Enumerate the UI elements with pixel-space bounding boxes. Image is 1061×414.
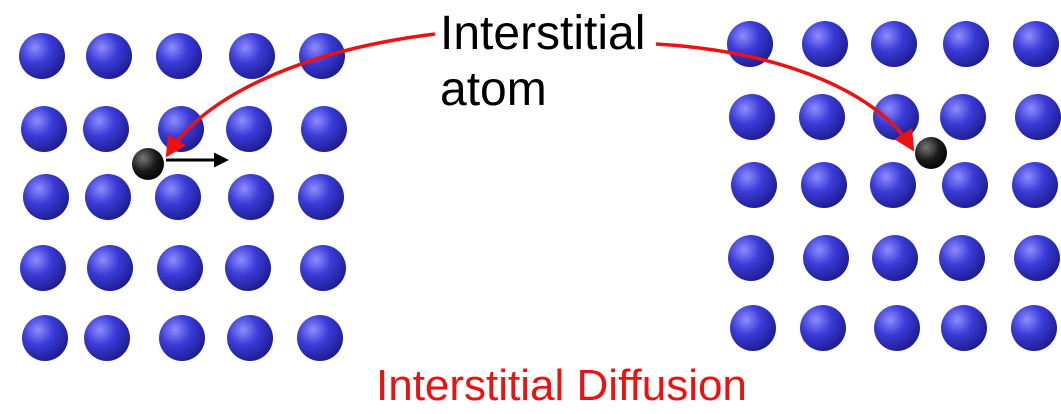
host-atom-icon [870,162,916,208]
host-atom-icon [158,106,204,152]
host-atom-icon [801,162,847,208]
host-atom-icon [228,174,274,220]
interstitial-atom-icon [915,137,947,169]
host-atom-icon [300,245,346,291]
host-atom-icon [1014,235,1060,281]
host-atom-icon [23,174,69,220]
host-atom-icon [83,106,129,152]
host-atom-icon [942,162,988,208]
host-atom-icon [226,106,272,152]
lattice-after-jump [727,21,1061,351]
host-atom-icon [800,305,846,351]
host-atom-icon [159,315,205,361]
lattice-before-jump [19,33,347,361]
host-atom-icon [84,315,130,361]
host-atom-icon [298,174,344,220]
host-atom-icon [939,235,985,281]
host-atom-icon [871,21,917,67]
host-atom-icon [85,174,131,220]
interstitial-atom-label-line1: Interstitial [440,6,645,62]
host-atom-icon [1013,21,1059,67]
interstitial-atom-label-line2: atom [440,62,547,118]
host-atom-icon [1011,305,1057,351]
host-atom-icon [19,33,65,79]
host-atom-icon [729,94,775,140]
host-atom-icon [941,305,987,351]
host-atom-icon [86,33,132,79]
host-atom-icon [872,235,918,281]
host-atom-icon [20,245,66,291]
host-atom-icon [728,235,774,281]
host-atom-icon [731,162,777,208]
host-atom-icon [156,33,202,79]
host-atom-icon [803,235,849,281]
host-atom-icon [943,21,989,67]
host-atom-icon [1015,94,1061,140]
host-atom-icon [301,106,347,152]
host-atom-icon [799,94,845,140]
host-atom-icon [297,315,343,361]
host-atom-icon [22,315,68,361]
host-atom-icon [227,315,273,361]
host-atom-icon [229,33,275,79]
host-atom-icon [874,305,920,351]
host-atom-icon [155,174,201,220]
host-atom-icon [157,245,203,291]
host-atom-icon [873,94,919,140]
host-atom-icon [1012,162,1058,208]
host-atom-icon [87,245,133,291]
host-atom-icon [940,94,986,140]
host-atom-icon [730,305,776,351]
pointer-arrow-icon [656,44,912,148]
host-atom-icon [802,21,848,67]
diagram-caption: Interstitial Diffusion [376,360,747,412]
host-atom-icon [225,245,271,291]
host-atom-icon [21,106,67,152]
interstitial-atom-icon [132,148,164,180]
